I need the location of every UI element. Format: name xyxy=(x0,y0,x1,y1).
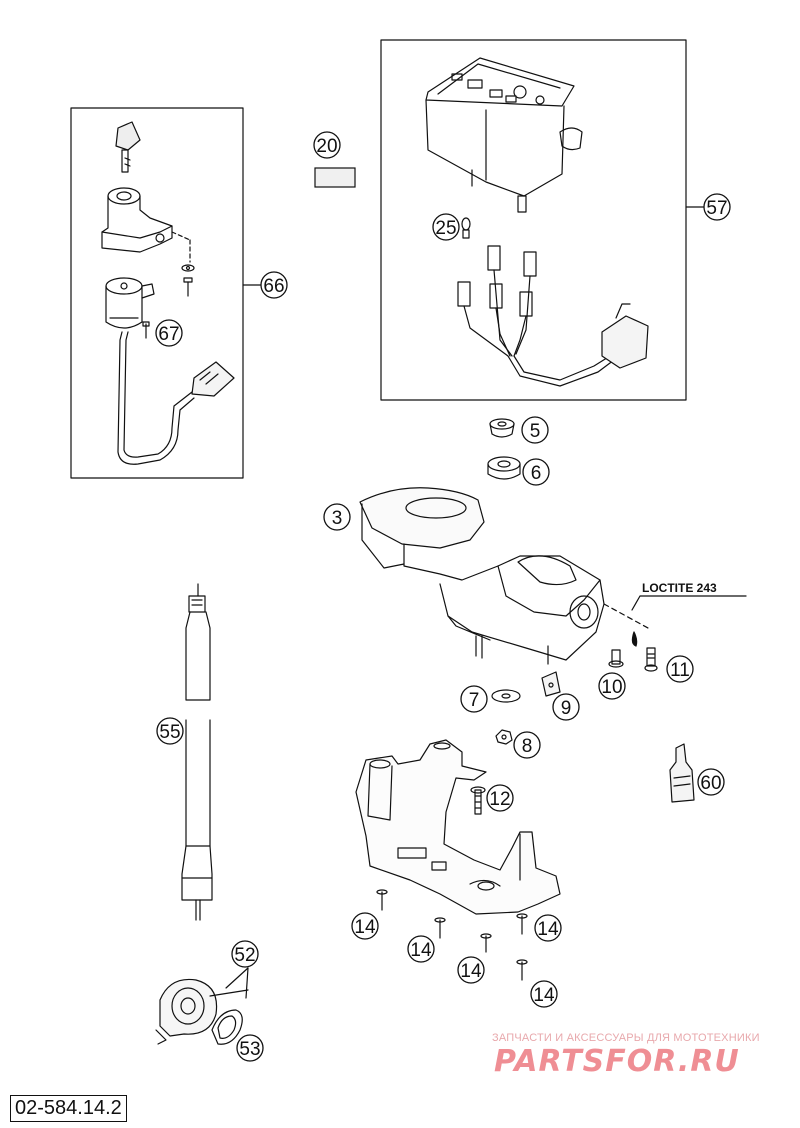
lower-bracket xyxy=(355,739,561,915)
callout-25: 25 xyxy=(435,218,456,239)
screw-11 xyxy=(644,647,658,672)
loctite-leader xyxy=(631,595,747,647)
callout-20: 20 xyxy=(316,136,337,157)
ignition-lock-group-box xyxy=(70,107,244,479)
diagram-code: 02-584.14.2 xyxy=(10,1095,127,1122)
callout-12: 12 xyxy=(489,789,510,810)
callout-14: 14 xyxy=(460,961,482,982)
part-20 xyxy=(314,167,356,188)
instrument-group-box xyxy=(380,39,687,401)
callout-53: 53 xyxy=(239,1039,260,1060)
clip-9 xyxy=(541,671,561,697)
loctite-bottle-60 xyxy=(669,743,695,803)
ignition-key xyxy=(115,121,141,173)
spacer-5 xyxy=(489,418,515,438)
speedometer-cable-55 xyxy=(181,583,213,921)
callout-3: 3 xyxy=(332,508,343,529)
bulb-25 xyxy=(461,217,471,239)
callout-55: 55 xyxy=(159,722,180,743)
callout-11: 11 xyxy=(670,660,690,681)
callout-8: 8 xyxy=(522,736,533,757)
washer-7 xyxy=(491,689,521,703)
callout-60: 60 xyxy=(700,773,721,794)
watermark-brand: PARTSFOR.RU xyxy=(494,1044,740,1079)
loctite-note: LOCTITE 243 xyxy=(642,581,717,595)
ignition-switch xyxy=(105,277,235,465)
callout-10: 10 xyxy=(601,677,622,698)
circlip-53 xyxy=(211,1009,243,1045)
callout-52: 52 xyxy=(234,945,255,966)
callout-14: 14 xyxy=(354,917,376,938)
callout-14: 14 xyxy=(537,919,559,940)
callout-7: 7 xyxy=(469,690,480,711)
callout-6: 6 xyxy=(531,463,542,484)
callout-67: 67 xyxy=(158,324,179,345)
ignition-lock-housing xyxy=(101,187,191,263)
callout-14: 14 xyxy=(533,985,555,1006)
callout-5: 5 xyxy=(530,421,541,442)
callout-57: 57 xyxy=(706,198,727,219)
watermark-tagline: ЗАПЧАСТИ И АКСЕССУАРЫ ДЛЯ МОТОТЕХНИКИ xyxy=(492,1032,760,1044)
callout-14: 14 xyxy=(410,940,432,961)
speedometer-drive-52 xyxy=(155,967,249,1045)
rubber-grommet-6 xyxy=(487,456,521,480)
bulb-sockets-and-harness xyxy=(457,245,649,387)
screws-14 xyxy=(376,889,528,981)
nut-8 xyxy=(495,729,513,745)
bolt-12 xyxy=(470,786,486,815)
instrument-cluster xyxy=(425,57,583,213)
callout-66: 66 xyxy=(263,276,284,297)
small-screw-67 xyxy=(142,321,150,339)
callout-9: 9 xyxy=(561,698,572,719)
washer-screw-10 xyxy=(608,649,624,668)
washer-and-screw xyxy=(181,264,195,297)
bracket-3 xyxy=(359,487,649,665)
